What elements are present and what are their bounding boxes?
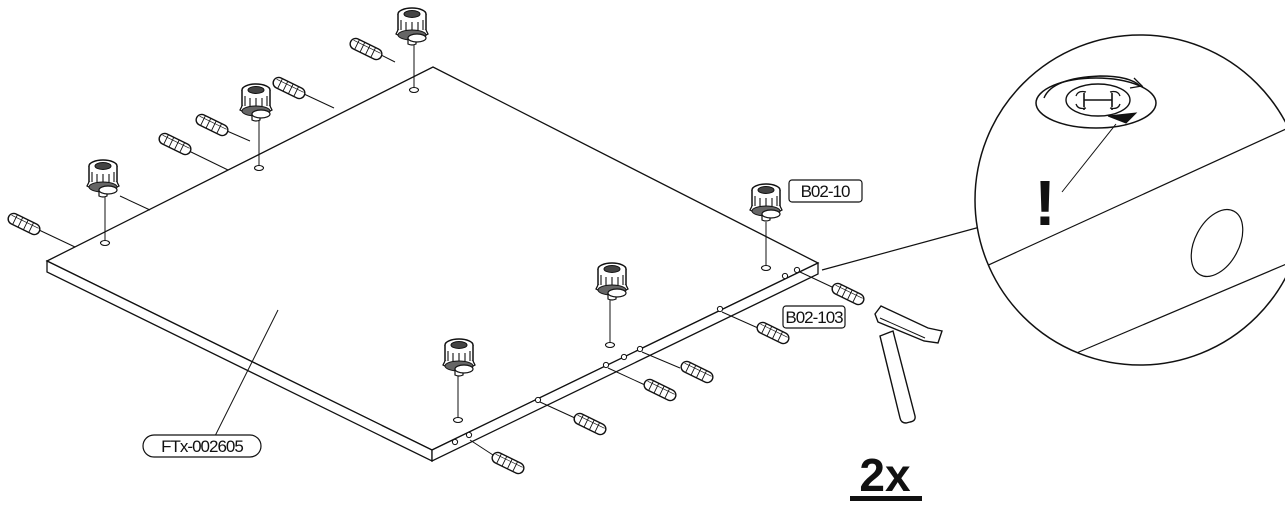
dowels-left-edge [5, 35, 396, 248]
detail-magnifier-icon: ! [821, 34, 1285, 366]
cam-locks [86, 7, 783, 418]
dowels-right-edge [469, 271, 867, 477]
svg-text:2x: 2x [859, 449, 911, 501]
panel-part-number: FTx-002605 [161, 437, 243, 456]
hammer-icon [874, 305, 943, 424]
quantity-label: 2x [850, 449, 922, 501]
cam-lock-part-number: B02-10 [801, 182, 850, 201]
dowel-part-number: B02-103 [785, 308, 843, 327]
panel-board [45, 66, 820, 463]
panel-edge-holes [451, 266, 801, 446]
label-panel: FTx-002605 [142, 309, 279, 458]
warning-exclamation: ! [1034, 167, 1055, 239]
cam-lock-detail [1035, 75, 1157, 129]
label-cam-lock: B02-10 [788, 179, 863, 203]
label-dowel: B02-103 [782, 305, 846, 329]
